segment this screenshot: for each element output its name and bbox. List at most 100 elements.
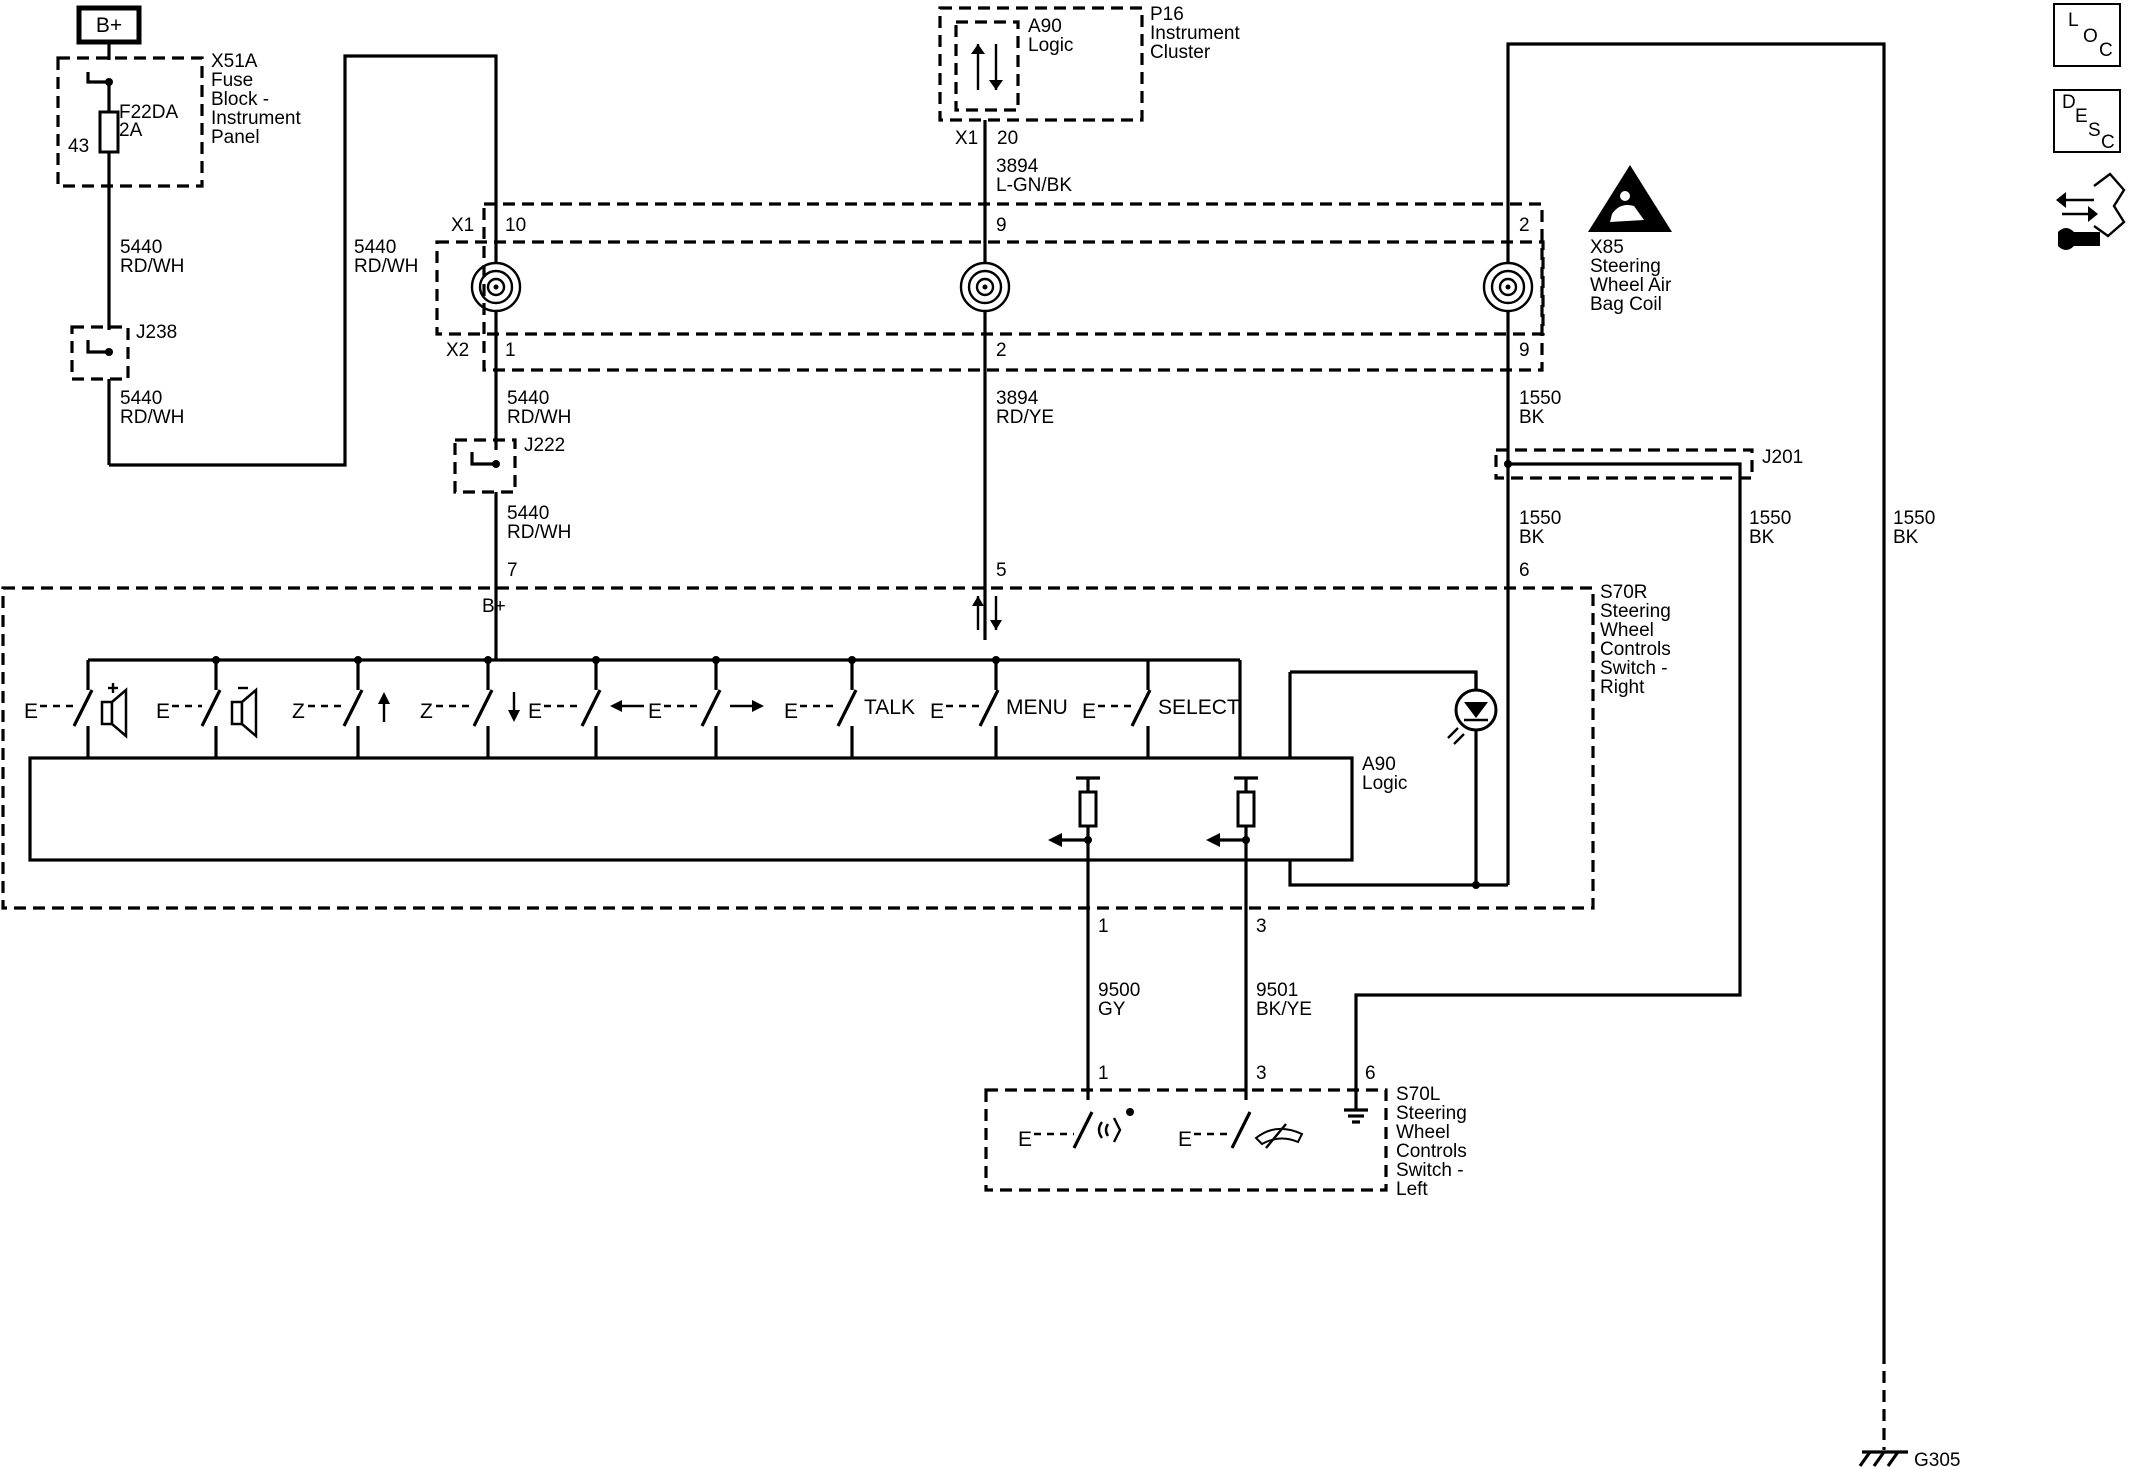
- svg-text:Wheel Air: Wheel Air: [1590, 275, 1672, 296]
- svg-text:X2: X2: [446, 340, 469, 361]
- svg-text:D: D: [2062, 92, 2076, 113]
- svg-text:1: 1: [1098, 1063, 1109, 1084]
- switch-right-s70r: S70R Steering Wheel Controls Switch - Ri…: [1, 582, 1671, 910]
- svg-text:Steering: Steering: [1396, 1103, 1467, 1124]
- svg-text:Controls: Controls: [1600, 639, 1671, 660]
- svg-text:Steering: Steering: [1590, 256, 1661, 277]
- splice-j201: J201: [1494, 447, 1803, 480]
- svg-text:BK: BK: [1749, 527, 1775, 548]
- coil-circuit-1: [470, 261, 522, 313]
- instrument-cluster-p16: A90 Logic P16 Instrument Cluster: [938, 4, 1240, 122]
- svg-text:9501: 9501: [1256, 980, 1298, 1001]
- coil-name: X85: [1590, 237, 1624, 258]
- svg-text:L-GN/BK: L-GN/BK: [996, 175, 1072, 196]
- svg-text:1550: 1550: [1893, 508, 1935, 529]
- svg-text:6: 6: [1519, 560, 1530, 581]
- svg-text:Z: Z: [420, 700, 433, 723]
- svg-text:RD/YE: RD/YE: [996, 407, 1054, 428]
- coil-circuit-2: [959, 261, 1011, 313]
- svg-text:RD/WH: RD/WH: [507, 522, 571, 543]
- arrow-right-icon: [730, 700, 764, 712]
- coil-circuit-3: [1482, 261, 1534, 313]
- bplus-label: B+: [96, 14, 122, 37]
- cluster-name: P16: [1150, 4, 1184, 25]
- switch-right-name: S70R: [1600, 582, 1648, 603]
- svg-text:J201: J201: [1762, 447, 1803, 468]
- svg-text:Switch -: Switch -: [1600, 658, 1668, 679]
- svg-text:RD/WH: RD/WH: [507, 407, 571, 428]
- svg-text:E: E: [1178, 1128, 1192, 1151]
- svg-text:Right: Right: [1600, 677, 1645, 698]
- connector-repair-icon[interactable]: [2056, 172, 2126, 250]
- svg-text:BK: BK: [1519, 527, 1545, 548]
- description-icon[interactable]: D E S C: [2053, 89, 2121, 153]
- phone-hangup-icon: [1254, 1123, 1304, 1149]
- svg-text:2: 2: [1519, 215, 1530, 236]
- switch-left-name: S70L: [1396, 1084, 1440, 1105]
- ground-icon: [1344, 1098, 1368, 1124]
- switch-left-s70l: S70L Steering Wheel Controls Switch - Le…: [984, 1084, 1467, 1200]
- svg-text:A90: A90: [1362, 754, 1396, 775]
- svg-text:E: E: [1018, 1128, 1032, 1151]
- splice-j222: J222: [453, 435, 565, 494]
- switch-volume-down: E: [156, 686, 258, 758]
- svg-text:5: 5: [996, 560, 1007, 581]
- svg-text:Fuse: Fuse: [211, 70, 253, 91]
- output-resistor-2: [1206, 776, 1258, 847]
- svg-text:RD/WH: RD/WH: [120, 256, 184, 277]
- svg-text:Z: Z: [292, 700, 305, 723]
- switch-talk: E TALK: [784, 689, 915, 758]
- svg-text:10: 10: [505, 215, 526, 236]
- svg-text:Left: Left: [1396, 1179, 1428, 1200]
- location-icon[interactable]: L O C: [2053, 3, 2121, 67]
- svg-text:O: O: [2083, 26, 2098, 47]
- fuse-block-x51a: F22DA 2A 43 X51A Fuse Block - Instrument…: [56, 51, 301, 188]
- bplus-source: B+: [76, 5, 142, 45]
- splice-j238: J238: [70, 322, 177, 381]
- volume-up-icon: [100, 683, 128, 739]
- menu-label: MENU: [1006, 696, 1068, 719]
- switch-left: E: [528, 689, 644, 758]
- svg-text:Wheel: Wheel: [1600, 620, 1654, 641]
- svg-text:Logic: Logic: [1362, 773, 1407, 794]
- switch-select: E SELECT: [1082, 689, 1240, 758]
- talk-label: TALK: [864, 696, 915, 719]
- svg-text:E: E: [2075, 106, 2088, 127]
- svg-text:X1: X1: [955, 128, 978, 149]
- svg-text:7: 7: [507, 560, 518, 581]
- select-label: SELECT: [1158, 696, 1240, 719]
- svg-text:C: C: [2101, 132, 2115, 153]
- voice-command-icon: [1097, 1108, 1134, 1143]
- fuse-id: F22DA: [119, 102, 178, 123]
- led-indicator-icon: [1447, 688, 1498, 745]
- svg-text:Block -: Block -: [211, 89, 269, 110]
- cluster-logic-name: A90: [1028, 16, 1062, 37]
- svg-text:3: 3: [1256, 916, 1267, 937]
- svg-text:9: 9: [996, 215, 1007, 236]
- svg-text:Steering: Steering: [1600, 601, 1671, 622]
- arrow-down-icon: [508, 692, 520, 722]
- svg-text:1550: 1550: [1519, 388, 1561, 409]
- svg-text:5440: 5440: [507, 388, 549, 409]
- svg-text:X1: X1: [451, 215, 474, 236]
- svg-text:L: L: [2068, 10, 2079, 31]
- svg-text:B+: B+: [482, 596, 506, 617]
- airbag-coil-x85: X1 10 9 2 X2 1 2 9 X85 Steering Wheel Ai…: [435, 165, 1672, 372]
- svg-text:1: 1: [505, 340, 516, 361]
- svg-text:1550: 1550: [1749, 508, 1791, 529]
- ground-name: G305: [1914, 1450, 1960, 1467]
- svg-text:5440: 5440: [120, 237, 162, 258]
- svg-text:E: E: [156, 700, 170, 723]
- svg-text:E: E: [528, 700, 542, 723]
- chassis-ground-g305: G305: [1858, 1450, 1960, 1467]
- fuse-rating: 2A: [119, 120, 143, 141]
- svg-text:J238: J238: [136, 322, 177, 343]
- svg-text:Cluster: Cluster: [1150, 42, 1211, 63]
- switch-right: E: [648, 689, 764, 758]
- svg-text:RD/WH: RD/WH: [120, 407, 184, 428]
- svg-text:20: 20: [997, 128, 1018, 149]
- svg-text:3894: 3894: [996, 156, 1039, 177]
- svg-text:Instrument: Instrument: [1150, 23, 1240, 44]
- svg-text:S: S: [2088, 120, 2101, 141]
